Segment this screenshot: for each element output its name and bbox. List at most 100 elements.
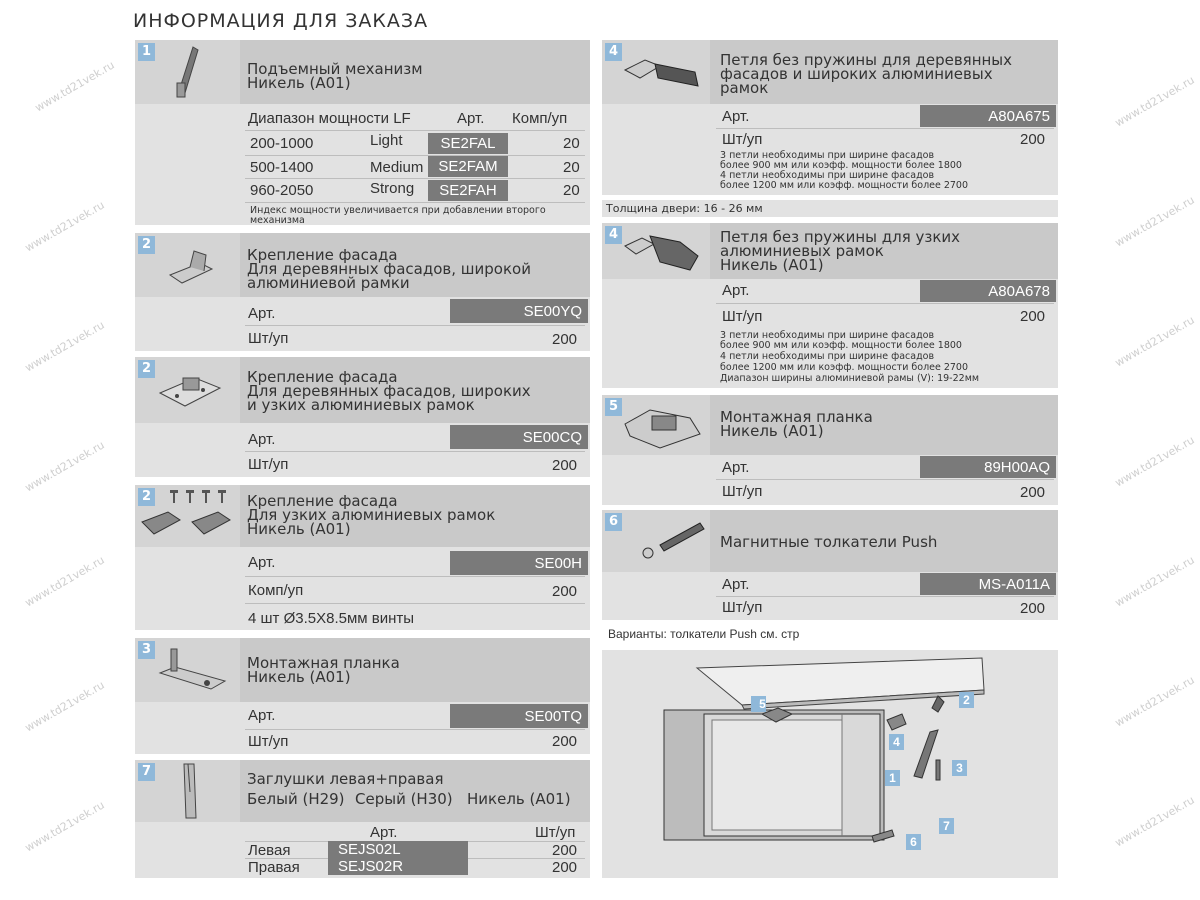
art-label: Арт. (248, 553, 276, 571)
art-label: Арт. (248, 304, 276, 322)
item-title: Монтажная планка (247, 654, 400, 672)
item-title: Заглушки левая+правая (247, 770, 444, 788)
screws-and-brackets-icon (141, 490, 231, 535)
range-value: 500-1400 (250, 158, 314, 176)
diagram-label: 3 (956, 761, 963, 775)
lift-mechanism-icon (176, 46, 199, 98)
qty-value: 200 (1020, 308, 1046, 325)
item-title: Крепление фасада (247, 246, 398, 264)
item-subtitle: рамок (720, 79, 769, 97)
door-thickness-bar (602, 200, 1058, 217)
item-number: 3 (138, 641, 155, 659)
art-label: Арт. (722, 107, 750, 125)
item-subtitle: Никель (А01) (247, 668, 351, 686)
diagram-label: 1 (889, 771, 896, 785)
item-title: Крепление фасада (247, 368, 398, 386)
article-code: A80A675 (920, 105, 1056, 127)
article-code: SE2FAM (428, 156, 508, 177)
article-code: A80A678 (920, 280, 1056, 302)
qty-value: 20 (563, 134, 580, 152)
diagram-label: 5 (759, 697, 766, 711)
diagram-label: 6 (910, 835, 917, 849)
pcs-label: Шт/уп (248, 329, 289, 347)
mounting-plate-icon (624, 409, 701, 449)
watermark-text: www.td21vek.ru (1112, 553, 1197, 610)
qty-value: 200 (552, 841, 578, 859)
pcs-label: Шт/уп (722, 482, 763, 500)
hinge-icon (624, 235, 699, 271)
art-label: Арт. (722, 575, 750, 593)
item-number: 1 (138, 43, 155, 61)
article-code: SE2FAH (428, 180, 508, 201)
item-subtitle: Для узких алюминиевых рамок (247, 506, 496, 524)
note-text: механизма (250, 215, 305, 226)
qty-value: 200 (552, 733, 578, 750)
watermark-text: www.td21vek.ru (22, 678, 107, 735)
qty-value: 200 (1020, 484, 1046, 501)
color-option: Серый (H30) (355, 790, 453, 808)
article-code: SE00TQ (450, 704, 588, 728)
variants-note: Варианты: толкатели Push см. стр (608, 627, 800, 641)
item-subtitle: алюминиевых рамок (720, 242, 884, 260)
level-label: Medium (370, 158, 424, 176)
sets-label: Комп/уп (248, 581, 304, 599)
item-subtitle: Никель (А01) (247, 520, 351, 538)
article-code: SE00CQ (450, 425, 588, 449)
watermark-text: www.td21vek.ru (1112, 433, 1197, 490)
color-option: Никель (А01) (467, 790, 571, 808)
page-title: ИНФОРМАЦИЯ ДЛЯ ЗАКАЗА (133, 10, 429, 32)
range-value: 960-2050 (250, 181, 314, 199)
article-code: SEJS02R (328, 858, 468, 875)
right-cap-label: Правая (248, 858, 300, 876)
qty-value: 200 (552, 858, 578, 876)
watermark-text: www.td21vek.ru (1112, 673, 1197, 730)
item-subtitle: Для деревянных фасадов, широкой (247, 260, 531, 278)
sets-header: Комп/уп (512, 109, 568, 127)
article-code: SE00H (450, 551, 588, 575)
range-value: 200-1000 (250, 134, 314, 152)
article-code: MS-A011A (920, 573, 1056, 595)
qty-value: 20 (563, 158, 580, 176)
watermark-text: www.td21vek.ru (22, 553, 107, 610)
item-number: 2 (138, 488, 155, 506)
item-number: 4 (605, 43, 622, 61)
art-label: Арт. (722, 458, 750, 476)
article-code: SE00YQ (450, 299, 588, 323)
front-fixing-icon (158, 377, 222, 407)
note-text: Диапазон ширины алюминиевой рамы (V): 19… (720, 373, 980, 384)
color-option: Белый (H29) (247, 790, 345, 808)
diagram-label: 4 (893, 735, 900, 749)
qty-value: 200 (1020, 600, 1046, 617)
item-subtitle: Для деревянных фасадов, широких (247, 382, 531, 400)
note-text: более 1200 мм или коэфф. мощности более … (720, 362, 969, 373)
watermark-text: www.td21vek.ru (22, 438, 107, 495)
level-label: Strong (370, 179, 415, 197)
item-number: 2 (138, 236, 155, 254)
item-title: Крепление фасада (247, 492, 398, 510)
watermark-text: www.td21vek.ru (1112, 193, 1197, 250)
item-subtitle: Никель (А01) (720, 256, 824, 274)
watermark-text: www.td21vek.ru (22, 198, 107, 255)
article-code: 89H00AQ (920, 456, 1056, 478)
mounting-plate-icon (158, 648, 227, 690)
item-title: Петля без пружины для деревянных (720, 51, 1013, 69)
art-header: Арт. (370, 823, 398, 841)
item-number: 4 (605, 226, 622, 244)
item-subtitle: алюминиевой рамки (247, 274, 410, 292)
item-number: 7 (138, 763, 155, 781)
art-header: Арт. (457, 109, 485, 127)
diagram-labels (751, 692, 974, 850)
item-subtitle: фасадов и широких алюминиевых (720, 65, 993, 83)
item-number: 6 (605, 513, 622, 531)
pcs-label: Шт/уп (722, 598, 763, 616)
note-text: 4 петли необходимы при ширине фасадов (720, 170, 935, 181)
article-code: SE2FAL (428, 133, 508, 154)
watermark-text: www.td21vek.ru (22, 318, 107, 375)
watermark-text: www.td21vek.ru (22, 798, 107, 855)
note-text: более 900 мм или коэфф. мощности более 1… (720, 160, 962, 171)
item-subtitle: и узких алюминиевых рамок (247, 396, 475, 414)
pcs-label: Шт/уп (722, 307, 763, 325)
item-number: 2 (138, 360, 155, 378)
qty-value: 200 (1020, 131, 1046, 148)
item-subtitle: Никель (А01) (720, 422, 824, 440)
